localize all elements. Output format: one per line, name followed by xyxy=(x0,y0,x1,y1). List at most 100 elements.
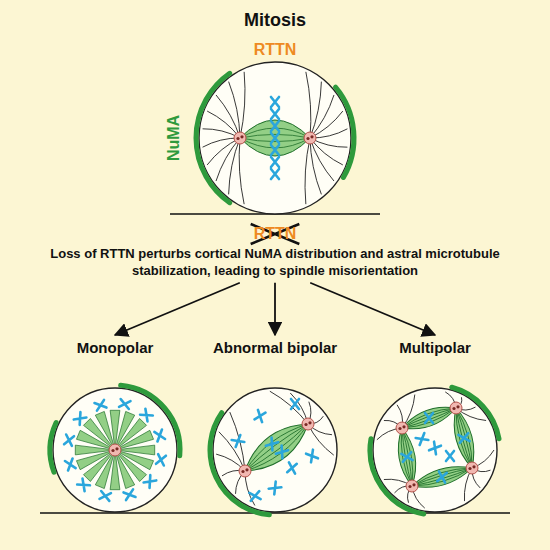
flow-arrow xyxy=(115,283,240,335)
chromatid xyxy=(119,399,130,409)
chromatid xyxy=(271,109,279,119)
cell-illustration xyxy=(200,336,350,516)
loss-cross xyxy=(251,224,300,244)
spindle xyxy=(399,400,459,435)
chromosome xyxy=(401,452,412,462)
centriole xyxy=(310,135,313,138)
chromatid xyxy=(266,438,278,451)
spindle-fiber xyxy=(454,408,472,468)
cell-diagram: RTTNNuMA xyxy=(160,40,390,220)
chromatid xyxy=(287,462,297,473)
centriole xyxy=(308,421,311,424)
spindle-fiber xyxy=(412,468,472,488)
astral-microtubule xyxy=(305,138,310,204)
chromosome xyxy=(65,459,76,471)
spindle-fiber xyxy=(412,466,472,486)
spindle-fiber xyxy=(398,428,412,487)
centriole xyxy=(402,425,405,428)
cell-membrane xyxy=(199,62,351,214)
astral-microtubule xyxy=(310,82,321,138)
chromosome xyxy=(156,454,166,465)
chromatid xyxy=(271,121,279,131)
spindle xyxy=(240,120,310,156)
chromosome xyxy=(255,410,266,422)
chromatid xyxy=(429,442,441,455)
chromosome xyxy=(429,442,441,455)
phenotype-label: Monopolar xyxy=(40,336,190,357)
spindle-fiber xyxy=(456,408,474,468)
chromosome xyxy=(119,399,130,409)
spindle-fiber xyxy=(402,427,416,486)
chromatid xyxy=(458,433,469,443)
chromosome xyxy=(64,435,74,446)
centrosome xyxy=(450,402,462,414)
flow-arrow xyxy=(274,283,276,335)
spindle-body xyxy=(240,120,310,156)
phenotype-label: Multipolar xyxy=(360,336,510,357)
figure-title: Mitosis xyxy=(0,10,550,31)
cell-membrane xyxy=(53,388,177,512)
chromosome xyxy=(271,145,279,155)
chromosome xyxy=(269,482,282,495)
astral-microtubule xyxy=(229,82,240,138)
astral-microtubule xyxy=(310,138,321,194)
summary-text: Loss of RTTN perturbs cortical NuMA dist… xyxy=(25,246,525,280)
chromatid xyxy=(77,479,90,492)
chromosome xyxy=(271,133,279,143)
astral-microtubule xyxy=(306,72,311,138)
chromatid xyxy=(65,459,76,471)
cortical-numa xyxy=(370,439,424,514)
chromosome xyxy=(271,121,279,131)
chromatid xyxy=(271,157,279,167)
spindle-body xyxy=(394,427,420,488)
centrosome xyxy=(302,418,314,430)
cell-illustration xyxy=(160,40,390,220)
centriole xyxy=(452,407,455,410)
chromatid xyxy=(425,413,433,423)
astral-microtubule xyxy=(229,138,240,194)
chromatid xyxy=(249,491,260,501)
summary-block: RTTNLoss of RTTN perturbs cortical NuMA … xyxy=(25,224,525,280)
chromatid xyxy=(64,435,74,446)
centriole xyxy=(412,483,415,486)
spindle-fiber xyxy=(402,408,458,432)
spindle-fiber xyxy=(412,468,473,490)
cell-illustration xyxy=(360,336,510,516)
centrosome xyxy=(239,465,251,477)
chromatid xyxy=(276,446,288,459)
chromatid xyxy=(271,133,279,143)
chromatid xyxy=(271,145,279,155)
astral-microtubule xyxy=(216,138,240,181)
chromatid xyxy=(271,169,279,179)
chromosome xyxy=(446,451,454,461)
astral-microtubule xyxy=(230,412,245,471)
centriole xyxy=(468,467,471,470)
centriole xyxy=(472,465,475,468)
chromatid xyxy=(271,97,279,107)
protein-label: RTTN xyxy=(254,40,297,60)
flow-arrow xyxy=(310,283,435,335)
chromosome xyxy=(291,399,299,409)
cell-diagram: Multipolar xyxy=(360,336,510,516)
centriole xyxy=(241,470,244,473)
chromatid xyxy=(291,399,299,409)
spindle-fiber xyxy=(411,464,472,486)
chromosome xyxy=(100,491,111,501)
chromatid xyxy=(156,454,166,465)
cortical-numa xyxy=(196,73,230,202)
centriole xyxy=(304,423,307,426)
crossed-protein-label: RTTN xyxy=(254,224,297,244)
centriole xyxy=(111,449,114,452)
centrosome xyxy=(109,444,121,456)
spindle-fiber xyxy=(402,408,457,430)
centriole xyxy=(240,135,243,138)
centriole xyxy=(398,427,401,430)
cortical-numa xyxy=(50,423,56,473)
chromatid xyxy=(446,451,454,461)
chromatid xyxy=(154,429,165,441)
chromatid xyxy=(232,435,245,447)
centriole xyxy=(408,485,411,488)
chromatid xyxy=(416,433,429,445)
astral-microtubule xyxy=(310,138,334,181)
centrosome xyxy=(466,462,478,474)
